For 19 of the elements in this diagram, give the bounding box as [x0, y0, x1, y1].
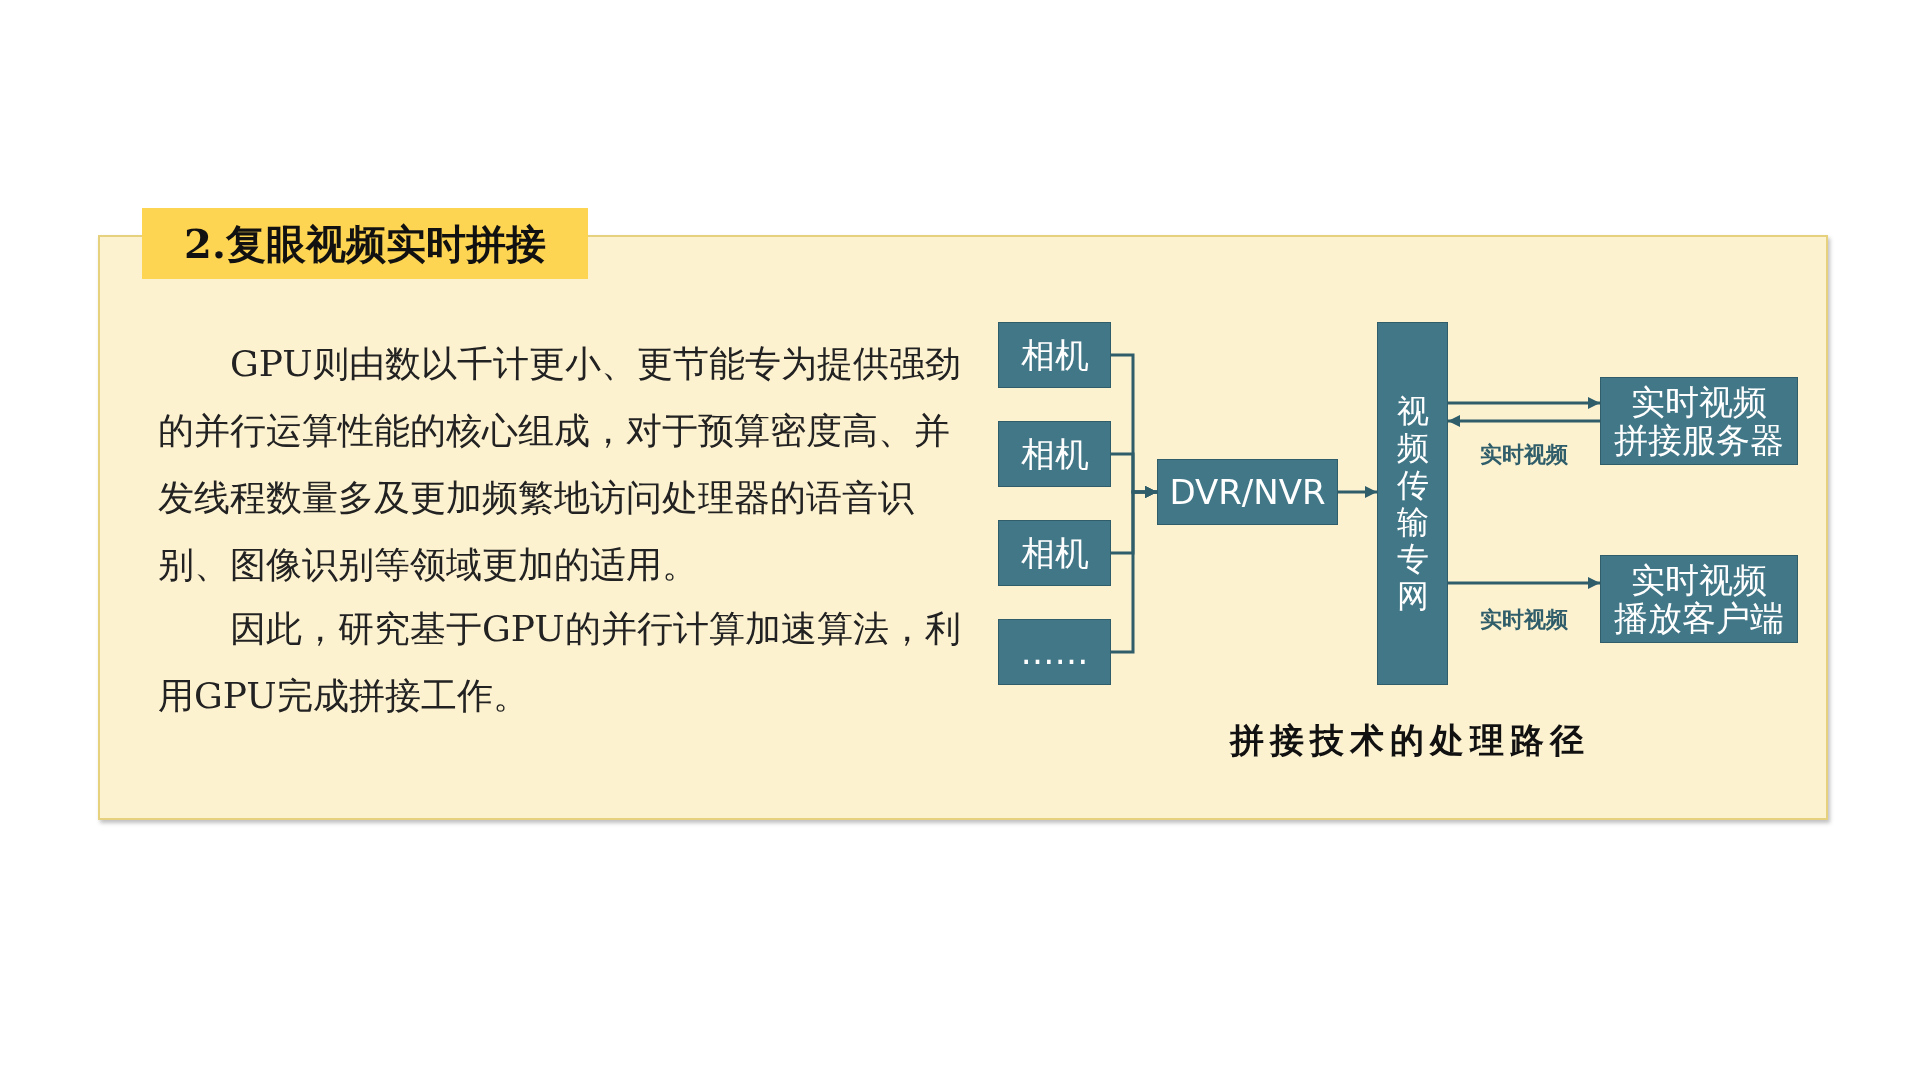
network-bar: 视频传输专网 [1377, 322, 1448, 685]
process-box: 相机 [998, 421, 1111, 487]
process-box: 相机 [998, 322, 1111, 388]
paragraph: GPU则由数以千计更小、更节能专为提供强劲的并行运算性能的核心组成，对于预算密度高、并发线程数量多及更加频繁地访问处理器的语音识别、图像识别等领域更加的适用。 [158, 342, 962, 587]
arrow [1448, 577, 1600, 589]
arrow [1111, 486, 1157, 654]
caption: 拼接技术的处理路径 [1228, 719, 1591, 762]
arrow [1448, 397, 1600, 409]
process-box: 相机 [998, 520, 1111, 586]
process-box: 实时视频拼接服务器 [1600, 377, 1798, 465]
process-box: 实时视频播放客户端 [1600, 555, 1798, 643]
arrow [1338, 486, 1377, 498]
process-box: …… [998, 619, 1111, 685]
edge-label: 实时视频 [1480, 441, 1568, 469]
title-tab: 2.复眼视频实时拼接 [142, 208, 588, 279]
arrow [1448, 415, 1600, 427]
edge-label: 实时视频 [1480, 606, 1568, 634]
process-box: DVR/NVR [1157, 459, 1338, 525]
paragraph: 因此，研究基于GPU的并行计算加速算法，利用GPU完成拼接工作。 [158, 607, 962, 718]
